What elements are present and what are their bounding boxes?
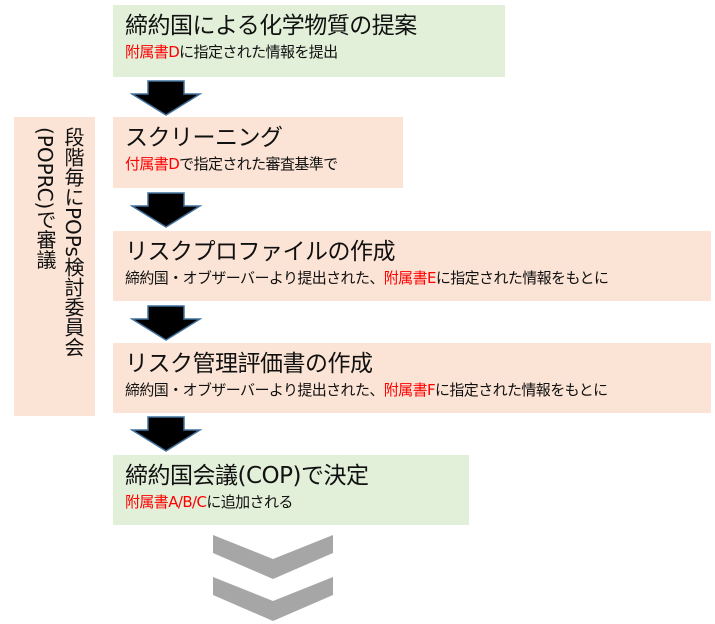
step-desc: に指定された情報をもとに [435,269,609,287]
annex-label: 附属書A/B/C [125,493,207,511]
down-arrow-icon [130,80,202,116]
down-arrow-icon [130,416,202,452]
step-desc-pre: 締約国・オブザーバーより提出された、 [125,269,384,287]
step-desc: で指定された審査基準で [179,155,338,173]
poprc-note: 段階毎にPOPs検討委員会 (POPRC)で審議 [14,117,95,416]
step-desc: に指定された情報を提出 [179,43,338,61]
annex-label: 付属書D [125,155,180,173]
annex-label: 附属書E [383,269,437,287]
step-title: 締約国会議(COP)で決定 [125,463,369,489]
step-desc: に追加される [206,493,293,511]
step-desc: に指定された情報をもとに [435,381,608,399]
step-title: 締約国による化学物質の提案 [125,13,417,39]
down-arrow-icon [130,192,202,228]
step-title: スクリーニング [125,125,283,151]
step-title: リスクプロファイルの作成 [125,239,396,265]
step-screening: スクリーニング 付属書Dで指定された審査基準で [113,117,403,188]
step-desc-pre: 締約国・オブザーバーより提出された、 [125,381,384,399]
step-risk-profile: リスクプロファイルの作成 締約国・オブザーバーより提出された、附属書Eに指定され… [113,231,711,301]
step-proposal: 締約国による化学物質の提案 附属書Dに指定された情報を提出 [113,5,505,77]
side-line1: 段階毎にPOPs検討委員会 [61,127,85,357]
step-title: リスク管理評価書の作成 [125,351,373,377]
annex-label: 附属書D [125,43,180,61]
step-cop-decision: 締約国会議(COP)で決定 附属書A/B/Cに追加される [113,455,469,525]
annex-label: 附属書F [383,381,436,399]
chevron-down-icon [213,535,333,621]
down-arrow-icon [130,305,202,341]
step-risk-management: リスク管理評価書の作成 締約国・オブザーバーより提出された、附属書Fに指定された… [113,343,711,413]
side-line2: (POPRC)で審議 [33,127,57,270]
